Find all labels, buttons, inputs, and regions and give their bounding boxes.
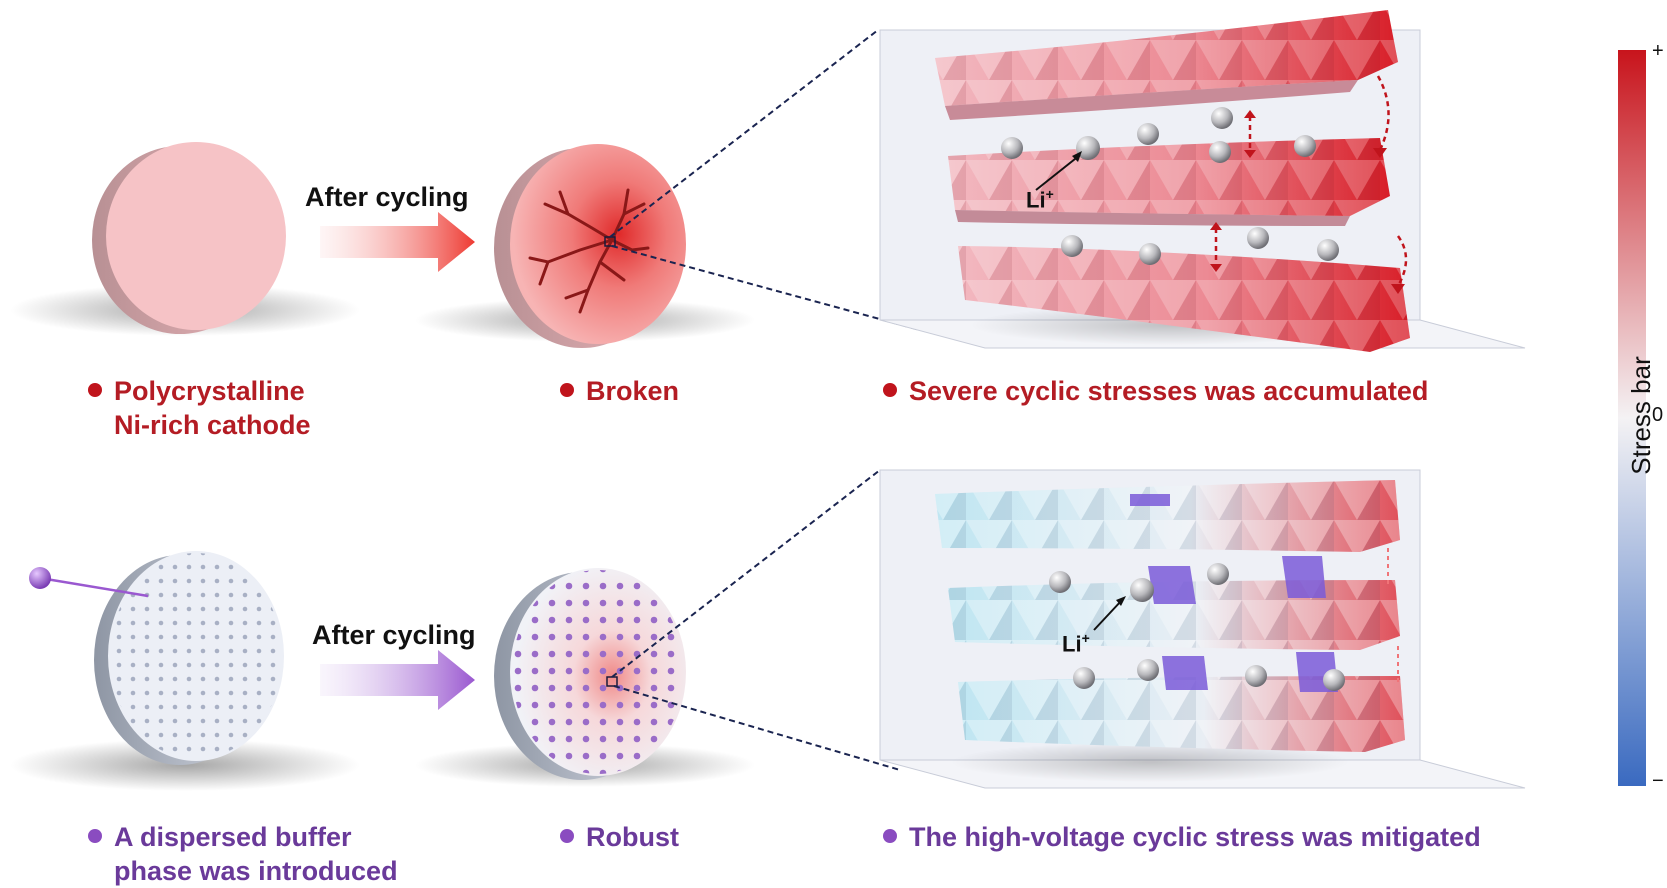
broken-particle-disc xyxy=(415,144,755,348)
bullet-dot xyxy=(883,829,897,843)
buffer-phase-disc xyxy=(10,551,360,791)
zoom-lines-top xyxy=(609,29,921,331)
label-buffer-phase: A dispersed buffer phase was introduced xyxy=(88,820,398,888)
bullet-dot xyxy=(88,383,102,397)
stress-bar-max-label: + xyxy=(1652,40,1664,62)
cycling-arrow-bottom xyxy=(320,650,475,710)
stress-scale-bar xyxy=(1618,50,1646,786)
stress-bar-mid-label: 0 xyxy=(1652,404,1664,426)
label-severe-stress: Severe cyclic stresses was accumulated xyxy=(883,374,1428,408)
li-ion-label-top: Li+ xyxy=(1026,186,1054,213)
arrow-label-bottom: After cycling xyxy=(312,620,476,650)
label-broken: Broken xyxy=(560,374,679,408)
bullet-dot xyxy=(88,829,102,843)
pristine-cathode-disc xyxy=(10,142,360,336)
lattice-panel-bottom xyxy=(879,469,1526,789)
label-stress-mitigated: The high-voltage cyclic stress was mitig… xyxy=(883,820,1481,854)
label-polycrystalline-cathode: Polycrystalline Ni-rich cathode xyxy=(88,374,311,442)
bullet-dot xyxy=(560,829,574,843)
bullet-dot xyxy=(883,383,897,397)
lattice-panel-top xyxy=(879,10,1526,352)
label-robust: Robust xyxy=(560,820,679,854)
crack-lines xyxy=(528,188,650,314)
zoom-lines-bottom xyxy=(611,469,901,771)
stress-bar-min-label: − xyxy=(1652,770,1664,792)
bullet-dot xyxy=(560,383,574,397)
li-ion-label-bottom: Li+ xyxy=(1062,630,1090,657)
arrow-label-top: After cycling xyxy=(305,182,469,212)
cycling-arrow-top xyxy=(320,212,475,272)
robust-particle-disc xyxy=(415,568,755,787)
